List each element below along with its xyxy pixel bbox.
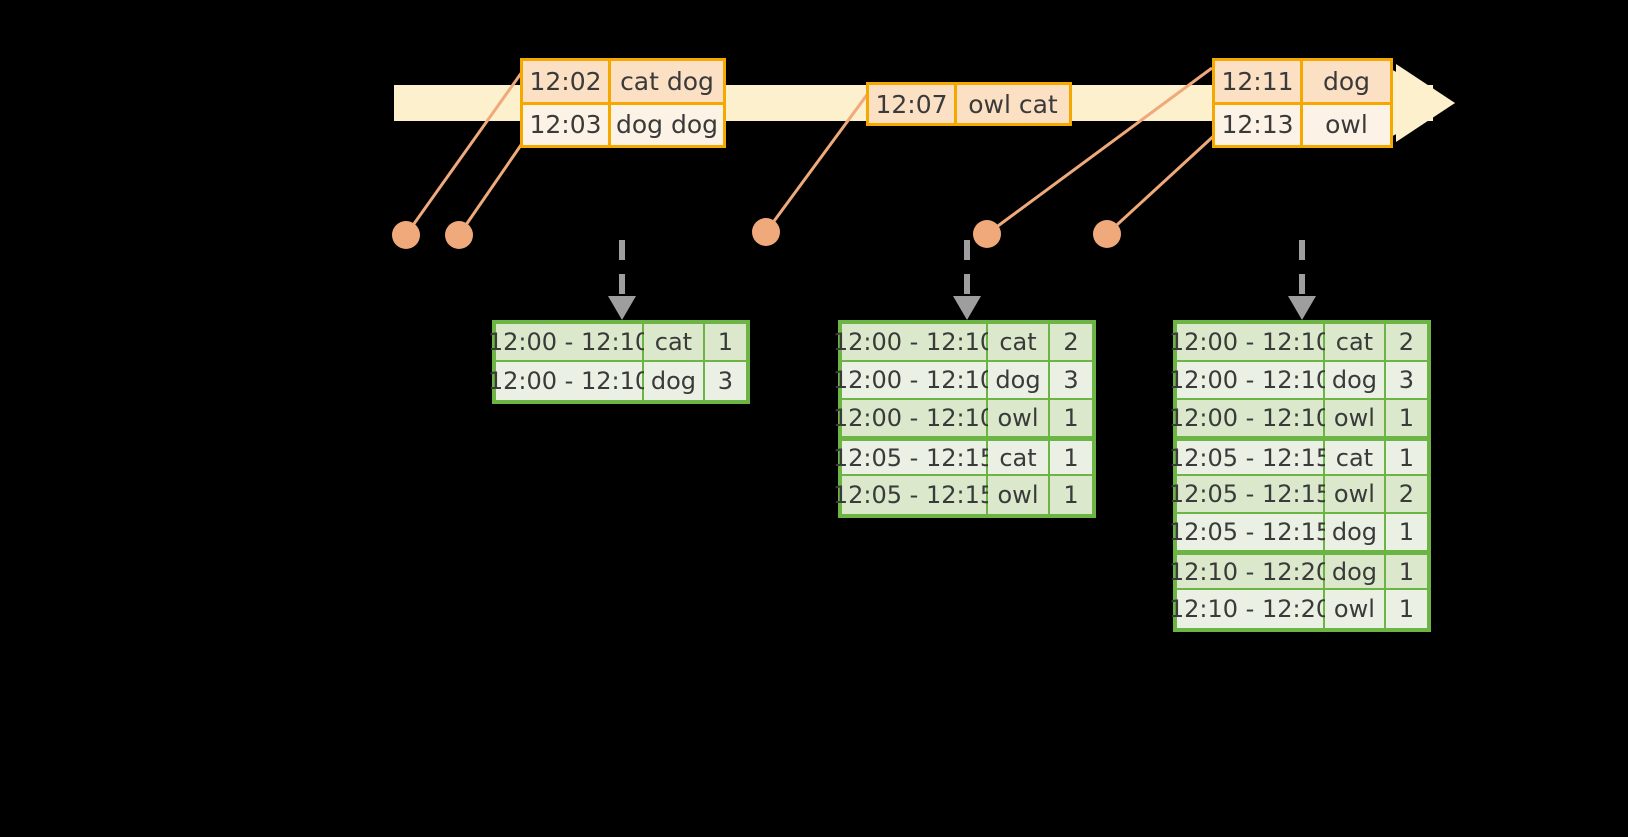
dot-3 bbox=[752, 218, 780, 246]
table-cell-count: 1 bbox=[1050, 400, 1092, 438]
table-cell-word: owl bbox=[1325, 476, 1386, 514]
event-dots bbox=[392, 218, 1121, 249]
table-cell-count: 1 bbox=[1385, 400, 1427, 438]
table-cell-window: 12:05 - 12:15 bbox=[1169, 476, 1331, 514]
table-cell-word: dog bbox=[1325, 362, 1386, 400]
table-cell-word: cat bbox=[988, 438, 1050, 476]
table-cell-count: 3 bbox=[1385, 362, 1427, 400]
table-cell-window: 12:05 - 12:15 bbox=[833, 476, 995, 514]
dashed-arrows bbox=[619, 240, 1305, 295]
table-cell-word: owl bbox=[988, 476, 1050, 514]
table-cell-word: cat bbox=[1325, 324, 1386, 362]
event-row[interactable]: 12:02 cat dog bbox=[523, 61, 723, 102]
event-group-2[interactable]: 12:07 owl cat bbox=[866, 82, 1072, 126]
table-cell-word: cat bbox=[988, 324, 1050, 362]
table-cell-window: 12:00 - 12:10 bbox=[1169, 400, 1331, 438]
event-time: 12:07 bbox=[869, 85, 957, 123]
table-cell-word: dog bbox=[988, 362, 1050, 400]
event-words: cat dog bbox=[611, 61, 723, 102]
table-cell-window: 12:05 - 12:15 bbox=[833, 438, 995, 476]
table-cell-word: cat bbox=[1325, 438, 1386, 476]
table-cell-window: 12:00 - 12:10 bbox=[488, 324, 650, 362]
table-cell-count: 1 bbox=[1050, 438, 1092, 476]
event-row[interactable]: 12:03 dog dog bbox=[523, 101, 723, 145]
dot-5 bbox=[1093, 220, 1121, 248]
table-cell-word: dog bbox=[644, 362, 705, 400]
table-cell-window: 12:00 - 12:10 bbox=[488, 362, 650, 400]
event-words: dog dog bbox=[611, 104, 723, 145]
table-cell-window: 12:00 - 12:10 bbox=[833, 362, 995, 400]
dot-4 bbox=[973, 220, 1001, 248]
event-time: 12:03 bbox=[523, 104, 611, 145]
table-cell-window: 12:00 - 12:10 bbox=[833, 400, 995, 438]
event-time: 12:11 bbox=[1215, 61, 1303, 102]
table-cell-word: owl bbox=[988, 400, 1050, 438]
table-cell-count: 2 bbox=[1050, 324, 1092, 362]
dot-2 bbox=[445, 221, 473, 249]
table-cell-word: cat bbox=[644, 324, 705, 362]
table-cell-count: 3 bbox=[1050, 362, 1092, 400]
table-cell-window: 12:00 - 12:10 bbox=[833, 324, 995, 362]
event-time: 12:02 bbox=[523, 61, 611, 102]
table-cell-word: owl bbox=[1325, 590, 1386, 628]
table-cell-word: dog bbox=[1325, 514, 1386, 552]
table-cell-count: 1 bbox=[1385, 514, 1427, 552]
event-words: owl cat bbox=[957, 85, 1069, 123]
table-cell-window: 12:05 - 12:15 bbox=[1169, 514, 1331, 552]
table-cell-count: 1 bbox=[1385, 438, 1427, 476]
event-row[interactable]: 12:07 owl cat bbox=[869, 85, 1069, 123]
event-words: owl bbox=[1303, 104, 1390, 145]
event-row[interactable]: 12:13 owl bbox=[1215, 101, 1390, 145]
table-cell-count: 1 bbox=[1385, 552, 1427, 590]
event-words: dog bbox=[1303, 61, 1390, 102]
table-cell-count: 1 bbox=[1385, 590, 1427, 628]
table-cell-word: dog bbox=[1325, 552, 1386, 590]
event-row[interactable]: 12:11 dog bbox=[1215, 61, 1390, 102]
table-cell-window: 12:00 - 12:10 bbox=[1169, 362, 1331, 400]
event-time: 12:13 bbox=[1215, 104, 1303, 145]
table-cell-count: 1 bbox=[704, 324, 746, 362]
table-cell-window: 12:10 - 12:20 bbox=[1169, 552, 1331, 590]
table-cell-count: 1 bbox=[1050, 476, 1092, 514]
table-cell-count: 3 bbox=[704, 362, 746, 400]
table-cell-window: 12:05 - 12:15 bbox=[1169, 438, 1331, 476]
dashed-arrow-heads bbox=[608, 296, 1316, 320]
table-cell-word: owl bbox=[1325, 400, 1386, 438]
event-group-3[interactable]: 12:11 dog 12:13 owl bbox=[1212, 58, 1393, 148]
table-cell-window: 12:00 - 12:10 bbox=[1169, 324, 1331, 362]
table-cell-count: 2 bbox=[1385, 324, 1427, 362]
dot-1 bbox=[392, 221, 420, 249]
table-cell-window: 12:10 - 12:20 bbox=[1169, 590, 1331, 628]
table-cell-count: 2 bbox=[1385, 476, 1427, 514]
event-group-1[interactable]: 12:02 cat dog 12:03 dog dog bbox=[520, 58, 726, 148]
